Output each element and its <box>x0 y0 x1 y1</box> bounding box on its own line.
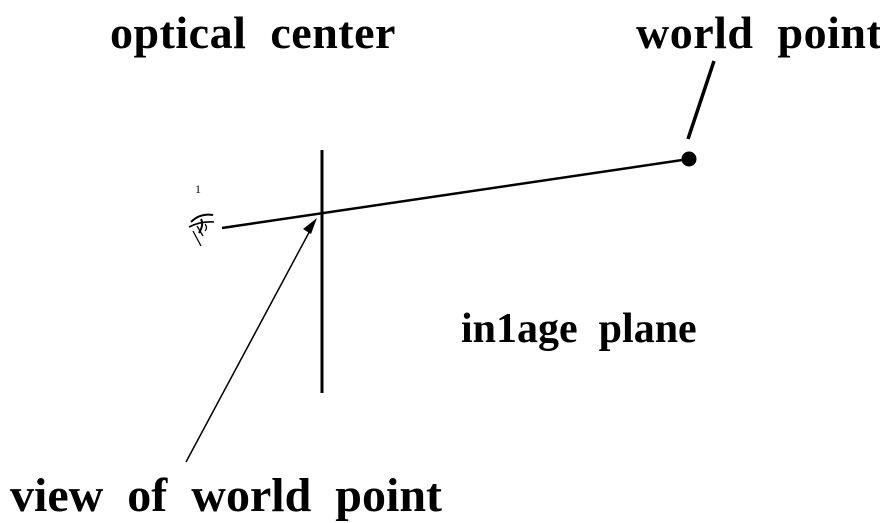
world-point-label: world point <box>636 7 880 58</box>
view-point-arrowhead <box>303 218 317 234</box>
optical-center-label: optical center <box>110 7 396 58</box>
view-of-world-point-label: view of world point <box>10 469 442 522</box>
eye-icon <box>188 213 215 247</box>
projection-ray <box>221 157 690 230</box>
eye-marker-label: 1 <box>195 182 201 196</box>
image-plane-label: in1age plane <box>461 306 697 352</box>
world-point-dot <box>681 151 697 167</box>
world-point-pointer <box>686 60 716 140</box>
view-point-arrow-shaft <box>185 224 314 463</box>
